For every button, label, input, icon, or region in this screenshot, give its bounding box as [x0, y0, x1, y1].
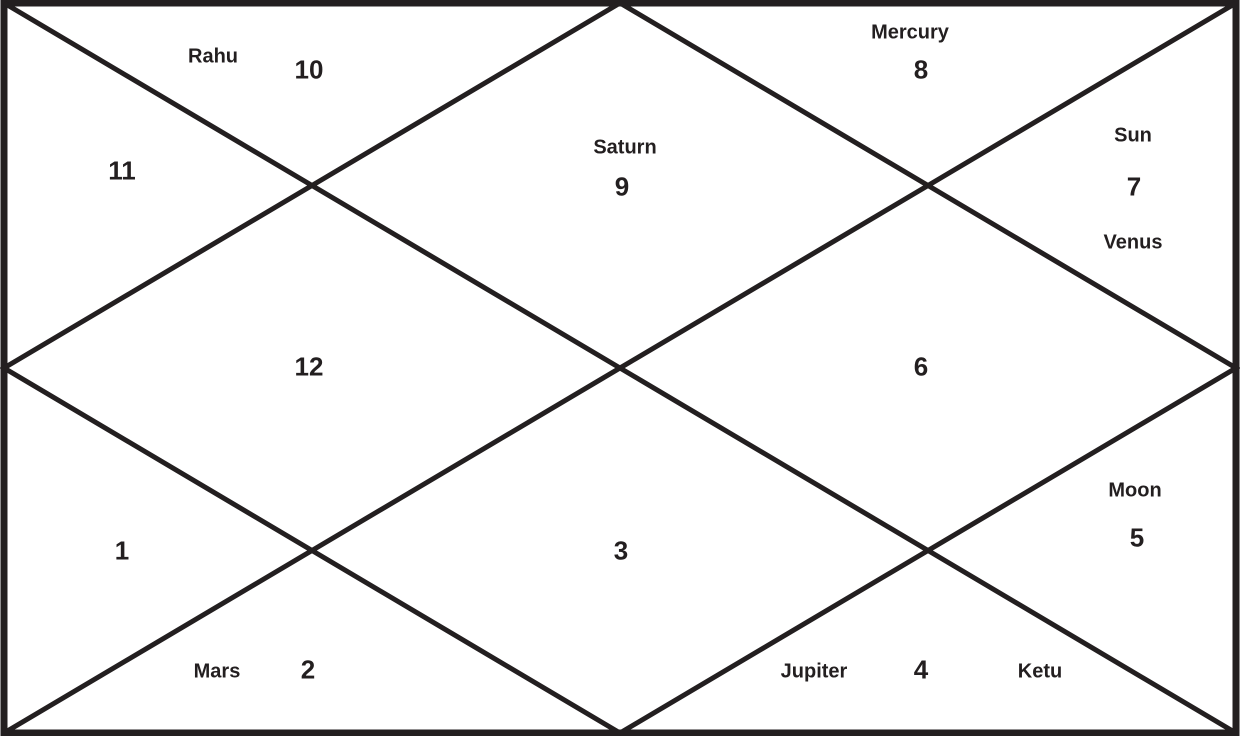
house-7-number: 7 [1126, 171, 1142, 202]
planet-saturn: Saturn [593, 136, 657, 159]
house-6-number: 6 [913, 351, 929, 382]
planet-ketu: Ketu [1017, 660, 1063, 683]
house-10-number: 10 [294, 54, 324, 85]
house-9-number: 9 [614, 171, 630, 202]
house-3-number: 3 [613, 535, 629, 566]
house-8-number: 8 [913, 54, 929, 85]
planet-moon: Moon [1108, 479, 1162, 502]
house-11-number: 11 [108, 155, 136, 186]
house-4-number: 4 [913, 654, 929, 685]
house-5-number: 5 [1129, 522, 1145, 553]
house-1-number: 1 [114, 535, 130, 566]
planet-sun: Sun [1114, 124, 1152, 147]
planet-venus: Venus [1103, 231, 1163, 254]
house-12-number: 12 [294, 351, 324, 382]
planet-jupiter: Jupiter [780, 660, 848, 683]
planet-rahu: Rahu [188, 45, 238, 68]
planet-mercury: Mercury [871, 21, 949, 44]
planet-mars: Mars [193, 660, 241, 683]
house-2-number: 2 [300, 654, 316, 685]
